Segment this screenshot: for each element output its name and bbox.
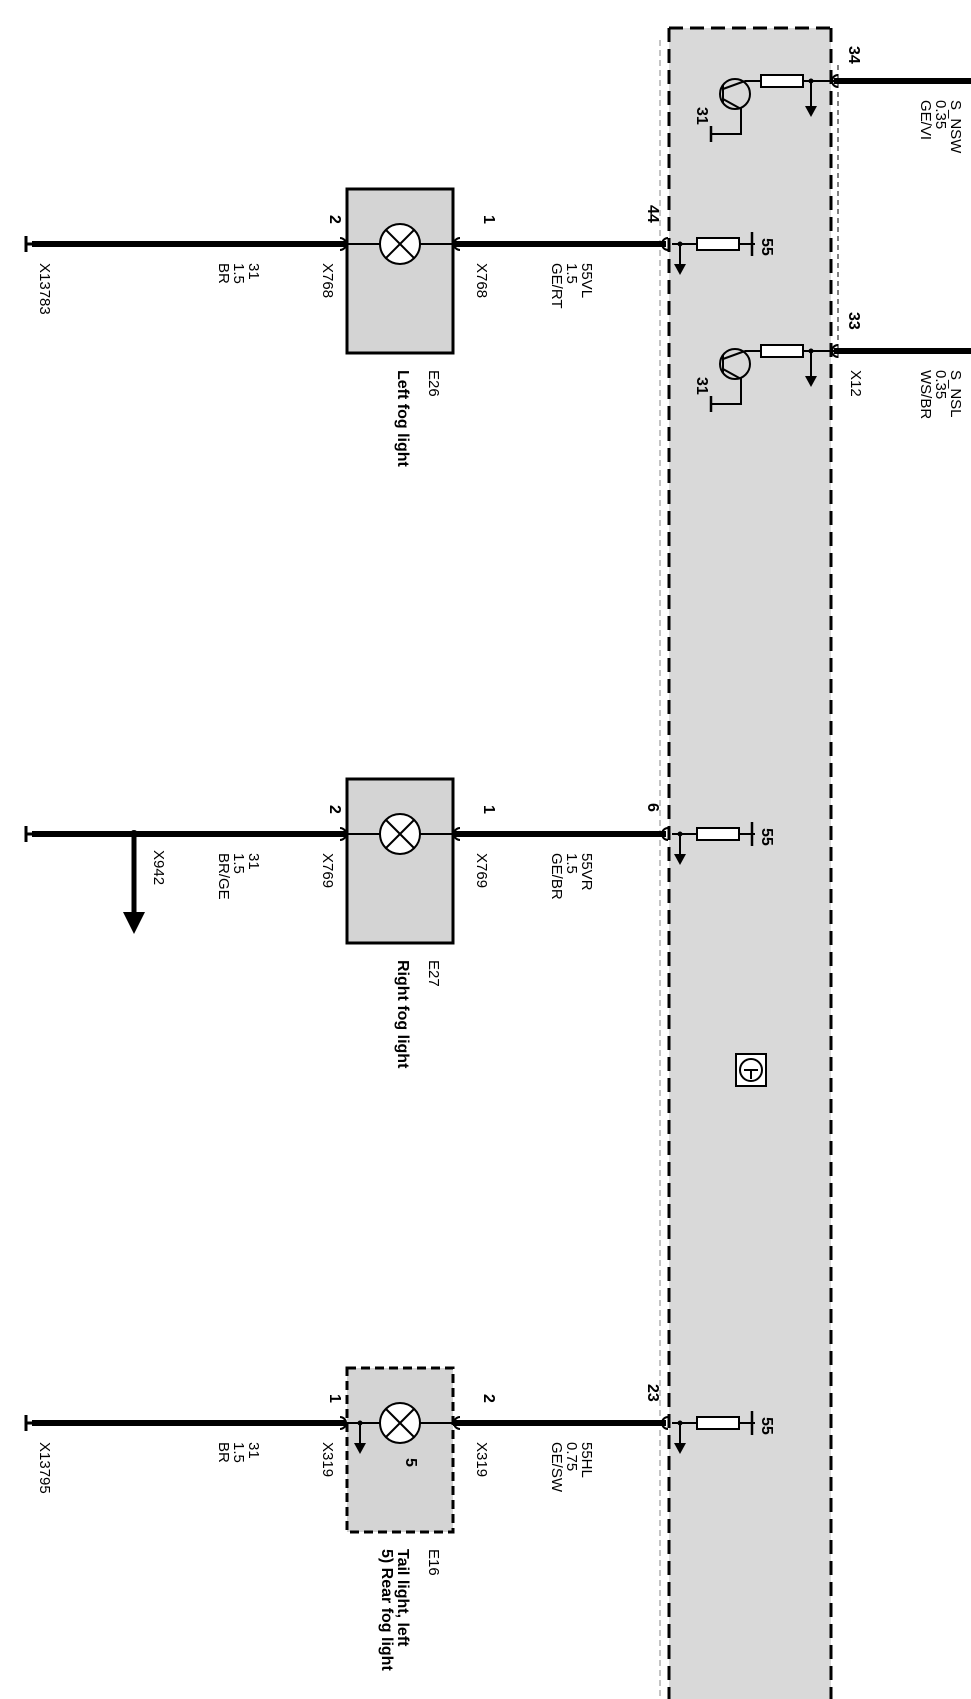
e16-connector-out: X319 — [319, 1442, 336, 1477]
e26-wire-out-line3: BR — [215, 263, 232, 284]
e26-component-code: E26 — [425, 370, 442, 397]
signal-nsw: 34 S_NSW 0.35 GE/VI — [831, 46, 971, 154]
e16-pin-out: 1 — [326, 1394, 343, 1403]
circuit-e26: 55 44 55VL 1.5 GE/RT 1 X768 2 X768 31 1.… — [24, 187, 775, 468]
e16-component-code: E16 — [425, 1549, 442, 1576]
nsw-line2: 0.35 — [932, 100, 949, 129]
e27-wire-out-line3: BR/GE — [215, 853, 232, 900]
e27-pin-in: 1 — [480, 805, 497, 814]
e16-lamp-marker: 5 — [402, 1458, 419, 1467]
e16-pin-in: 2 — [480, 1394, 497, 1403]
e27-wire-out-line2: 1.5 — [230, 853, 247, 874]
e16-wire-out-line1: 31 — [245, 1442, 262, 1459]
e27-wire-out-line1: 31 — [245, 853, 262, 870]
e27-pin-out: 2 — [326, 805, 343, 814]
e26-connector-in: X768 — [473, 263, 490, 298]
control-module — [659, 26, 839, 1699]
e27-connector-in: X769 — [473, 853, 490, 888]
e27-component-code: E27 — [425, 960, 442, 987]
nsw-line1: S_NSW — [947, 100, 964, 154]
lamp-icon — [379, 813, 421, 855]
e26-wire-in-line2: 1.5 — [563, 263, 580, 284]
e26-pin-out: 2 — [326, 215, 343, 224]
e27-wire-in-line2: 1.5 — [563, 853, 580, 874]
e26-pin-in: 1 — [480, 215, 497, 224]
signal-nsl: 33 S_NSL 0.35 WS/BR X12 — [831, 312, 971, 419]
nsl-transistor-ground: 31 — [693, 377, 710, 395]
e26-connector-out: X768 — [319, 263, 336, 298]
e26-component-name: Left fog light — [394, 370, 411, 468]
e27-module-pin: 6 — [644, 803, 661, 812]
e16-module-pin: 23 — [644, 1384, 661, 1402]
nsw-transistor-ground: 31 — [693, 107, 710, 125]
e26-wire-in-line3: GE/RT — [548, 263, 565, 309]
e26-ground: X13783 — [36, 263, 53, 315]
nsl-line3: WS/BR — [917, 370, 934, 419]
lamp-icon — [379, 223, 421, 265]
nsl-line2: 0.35 — [932, 370, 949, 399]
transistor-stage-nsl: 31 — [693, 344, 834, 412]
e27-wire-in-line3: GE/BR — [548, 853, 565, 900]
e27-component-name: Right fog light — [394, 960, 411, 1069]
e16-ground: X13795 — [36, 1442, 53, 1494]
nsw-pin: 34 — [845, 46, 862, 64]
nsl-pin: 33 — [845, 312, 862, 330]
nsl-line1: S_NSL — [947, 370, 964, 418]
e26-wire-out-line2: 1.5 — [230, 263, 247, 284]
e27-supply-label: 55 — [758, 828, 775, 846]
nsl-connector: X12 — [847, 370, 864, 397]
e16-wire-out-line3: BR — [215, 1442, 232, 1463]
e26-wire-out-line1: 31 — [245, 263, 262, 280]
module-symbol-icon — [735, 1053, 767, 1087]
circuit-e27: X942 55 6 55VR 1.5 GE/BR 1 X769 2 X769 3… — [24, 777, 775, 1069]
e27-branch: X942 — [150, 850, 167, 885]
e16-component-note: 5) Rear fog light — [378, 1549, 395, 1671]
nsw-line3: GE/VI — [917, 100, 934, 140]
e27-wire-in-line1: 55VR — [578, 853, 595, 891]
transistor-stage-nsw: 31 — [693, 74, 834, 142]
e16-supply-label: 55 — [758, 1417, 775, 1435]
lamp-icon — [379, 1402, 421, 1444]
e16-wire-in-line2: 0.75 — [563, 1442, 580, 1471]
e26-wire-in-line1: 55VL — [578, 263, 595, 298]
e26-supply-label: 55 — [758, 238, 775, 256]
circuit-e16: 55 5 23 55HL 0.75 GE/SW 2 X319 1 X319 31… — [24, 1366, 775, 1671]
e27-connector-out: X769 — [319, 853, 336, 888]
e26-module-pin: 44 — [644, 205, 661, 223]
e16-component-name: Tail light, left — [394, 1549, 411, 1647]
e16-wire-in-line1: 55HL — [578, 1442, 595, 1478]
e16-wire-out-line2: 1.5 — [230, 1442, 247, 1463]
e16-wire-in-line3: GE/SW — [548, 1442, 565, 1493]
e16-connector-in: X319 — [473, 1442, 490, 1477]
